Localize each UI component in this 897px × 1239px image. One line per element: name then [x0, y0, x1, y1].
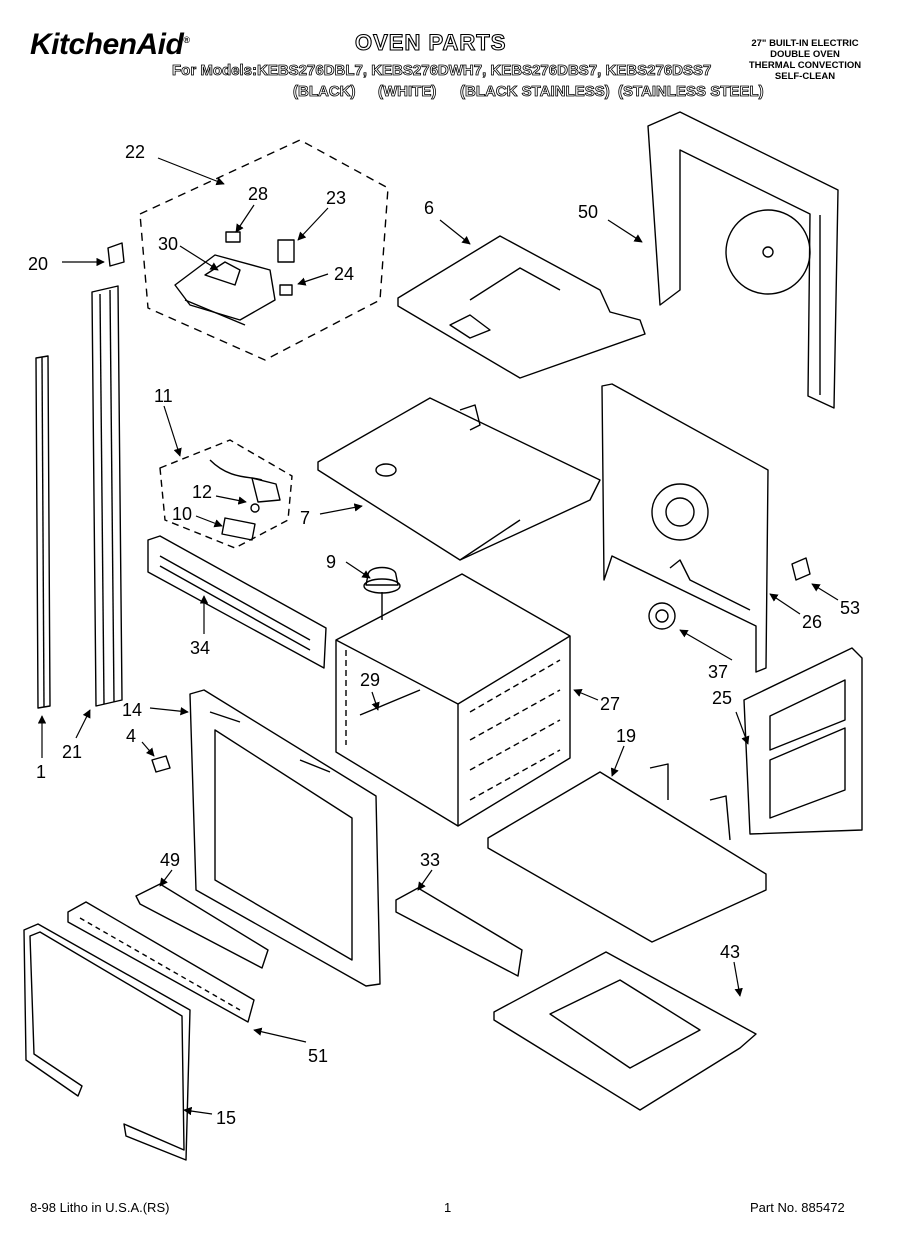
part-34-vent-grille — [147, 535, 327, 669]
callout-4: 4 — [126, 726, 136, 746]
callout-49: 49 — [160, 850, 180, 870]
callout-24: 24 — [334, 264, 354, 284]
callout-25: 25 — [712, 688, 732, 708]
callout-22: 22 — [125, 142, 145, 162]
callout-23: 23 — [326, 188, 346, 208]
callout-11: 11 — [154, 386, 173, 406]
color-white: (WHITE) — [378, 83, 437, 101]
part-27-oven-cavity — [335, 573, 571, 827]
part-22-group-outline — [139, 139, 389, 361]
callout-30: 30 — [158, 234, 178, 254]
part-15-door-gasket — [23, 923, 191, 1161]
callout-7: 7 — [300, 508, 310, 528]
callout-10: 10 — [172, 504, 192, 524]
callout-1: 1 — [36, 762, 46, 782]
callout-19: 19 — [616, 726, 636, 746]
callout-33: 33 — [420, 850, 440, 870]
spec-line: DOUBLE OVEN — [770, 49, 840, 60]
part-4-screw — [151, 755, 171, 773]
part-9-convection-motor — [363, 566, 401, 620]
part-7-oven-top — [317, 397, 601, 561]
part-49-trim — [135, 883, 269, 969]
part-20-clip — [107, 242, 125, 267]
spec-line: 27" BUILT-IN ELECTRIC — [751, 38, 859, 49]
part-43-lower-frame — [493, 951, 757, 1111]
callout-26: 26 — [802, 612, 822, 632]
header: KitchenAid® OVEN PARTS For Models:KEBS27… — [0, 0, 897, 110]
footer-page-number: 1 — [444, 1200, 452, 1215]
part-25-side-shield — [743, 647, 863, 835]
callout-12: 12 — [192, 482, 212, 502]
callout-34: 34 — [190, 638, 210, 658]
callout-53: 53 — [840, 598, 860, 618]
callout-51: 51 — [308, 1046, 328, 1066]
callout-37: 37 — [708, 662, 728, 682]
part-6-top-baffle — [397, 235, 646, 379]
registered-mark-icon: ® — [183, 35, 190, 45]
brand-logo: KitchenAid® — [30, 28, 190, 62]
footer-litho: 8-98 Litho in U.S.A.(RS) — [30, 1200, 170, 1215]
part-50-rear-panel — [647, 111, 839, 409]
brand-name: KitchenAid — [30, 28, 184, 61]
leader-lines — [37, 157, 839, 1116]
spec-line: THERMAL CONVECTION — [748, 60, 862, 71]
part-19-bottom-panel — [487, 763, 767, 943]
callout-6: 6 — [424, 198, 434, 218]
callout-29: 29 — [360, 670, 380, 690]
part-37-gasket — [648, 602, 676, 630]
part-21-side-trim — [91, 285, 123, 707]
callout-27: 27 — [600, 694, 620, 714]
callout-20: 20 — [28, 254, 48, 274]
part-1-trim-strip — [35, 355, 51, 709]
part-33-channel — [395, 887, 523, 977]
footer-part-number: Part No. 885472 — [750, 1200, 845, 1215]
part-14-front-frame — [189, 689, 381, 987]
color-black-stainless: (BLACK STAINLESS) — [460, 83, 611, 101]
page-title: OVEN PARTS — [354, 29, 507, 55]
callout-labels: 22 28 23 30 20 24 6 50 11 12 10 7 9 34 2… — [28, 142, 860, 1128]
callout-9: 9 — [326, 552, 336, 572]
spec-line: SELF-CLEAN — [774, 71, 836, 82]
color-stainless-steel: (STAINLESS STEEL) — [618, 83, 764, 101]
callout-14: 14 — [122, 700, 142, 720]
callout-43: 43 — [720, 942, 740, 962]
callout-15: 15 — [216, 1108, 236, 1128]
part-51-gasket-strip — [67, 901, 255, 1023]
part-26-side-panel — [601, 383, 769, 673]
callout-28: 28 — [248, 184, 268, 204]
callout-50: 50 — [578, 202, 598, 222]
callout-21: 21 — [62, 742, 82, 762]
part-11-group-outline — [159, 439, 293, 549]
color-black: (BLACK) — [293, 83, 356, 101]
models-line: For Models:KEBS276DBL7, KEBS276DWH7, KEB… — [172, 62, 712, 80]
part-53-bracket — [791, 557, 811, 581]
